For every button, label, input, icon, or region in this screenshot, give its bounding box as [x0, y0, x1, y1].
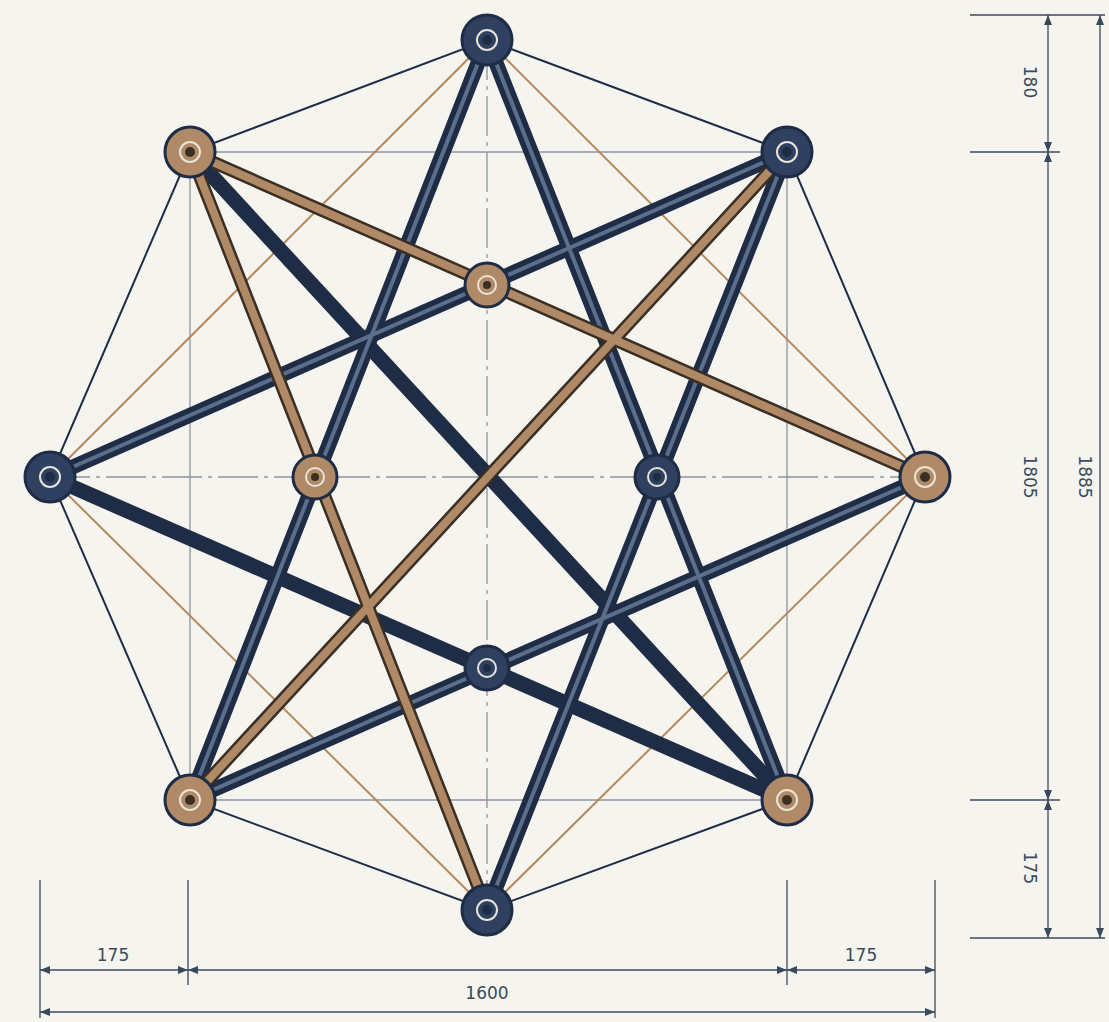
dimension-label: 1885 [1075, 452, 1095, 501]
dimension-lines [40, 15, 1105, 1018]
dimension-label: 180 [1020, 63, 1040, 101]
dimension-label: 175 [842, 945, 880, 965]
dimension-label: 1805 [1020, 452, 1040, 501]
dimension-label: 175 [1020, 849, 1040, 887]
dimension-label: 175 [94, 945, 132, 965]
dimension-label: 1600 [462, 983, 511, 1003]
